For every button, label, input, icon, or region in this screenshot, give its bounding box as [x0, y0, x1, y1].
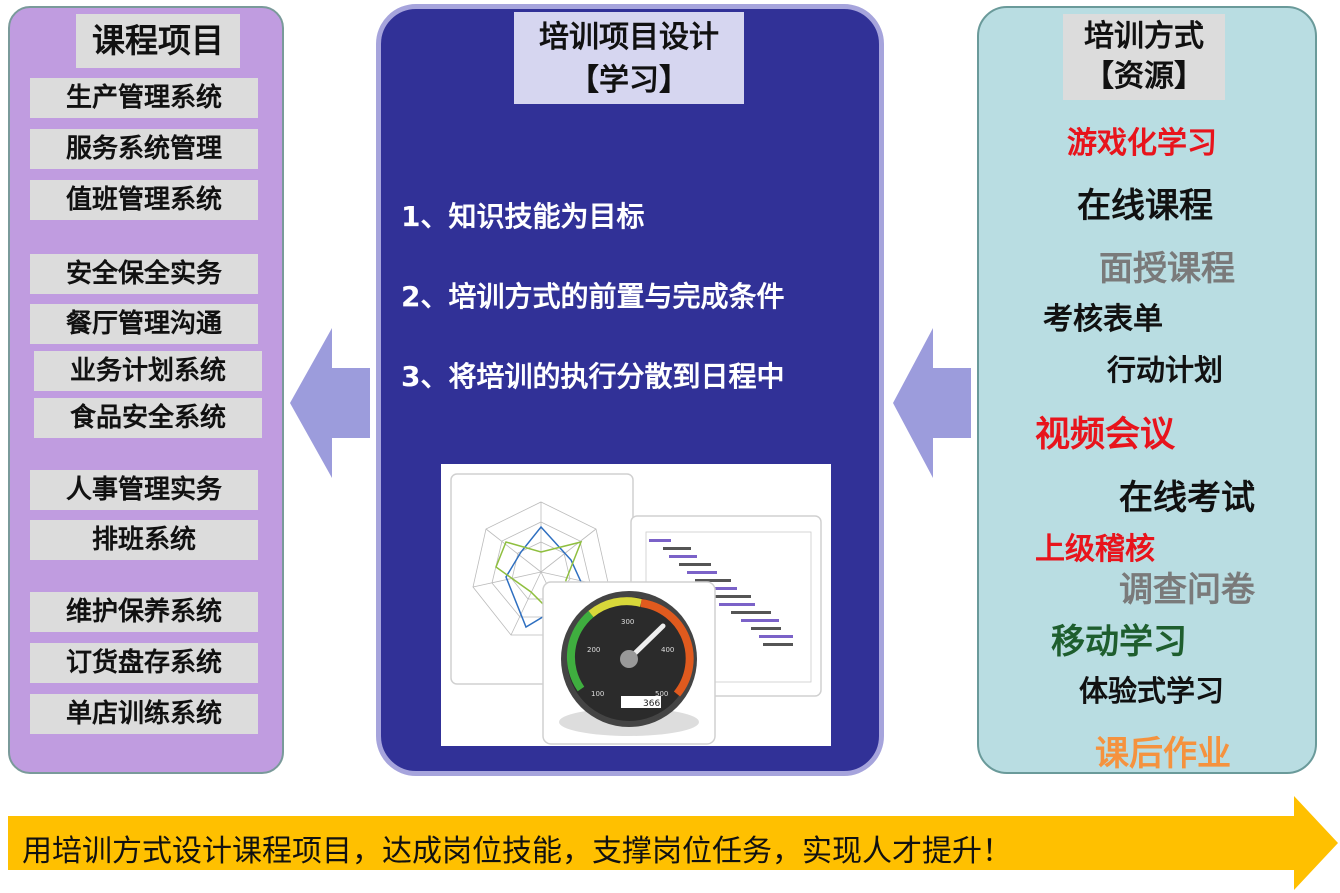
training-methods-title-line1: 培训方式: [1084, 19, 1204, 54]
course-item[interactable]: 单店训练系统: [30, 694, 258, 734]
training-methods-panel: 培训方式 【资源】 游戏化学习 在线课程 面授课程 考核表单 行动计划 视频会议…: [977, 6, 1317, 774]
course-item[interactable]: 维护保养系统: [30, 592, 258, 632]
method-item[interactable]: 课后作业: [1095, 734, 1231, 774]
left-arrow-icon: [893, 328, 971, 478]
training-design-title: 培训项目设计 【学习】: [514, 12, 744, 104]
method-item[interactable]: 体验式学习: [1079, 674, 1225, 708]
course-item[interactable]: 食品安全系统: [34, 398, 262, 438]
course-item[interactable]: 值班管理系统: [30, 180, 258, 220]
method-item[interactable]: 在线考试: [1119, 478, 1255, 518]
course-item[interactable]: 餐厅管理沟通: [30, 304, 258, 344]
dashboard-illustration: 100 200 300 400 500 366: [441, 464, 831, 746]
method-item[interactable]: 游戏化学习: [1067, 126, 1217, 161]
gauge-tick: 100: [591, 690, 604, 698]
goal-item: 2、培训方式的前置与完成条件: [401, 280, 785, 313]
course-projects-title: 课程项目: [76, 14, 240, 68]
course-item[interactable]: 订货盘存系统: [30, 643, 258, 683]
course-item[interactable]: 安全保全实务: [30, 254, 258, 294]
method-item[interactable]: 视频会议: [1035, 415, 1176, 455]
goal-item: 1、知识技能为目标: [401, 200, 645, 233]
left-arrow-icon: [290, 328, 370, 478]
method-item[interactable]: 上级稽核: [1035, 532, 1155, 567]
gauge-tick: 300: [621, 618, 634, 626]
training-design-panel: 培训项目设计 【学习】 1、知识技能为目标 2、培训方式的前置与完成条件 3、将…: [376, 4, 884, 776]
method-item[interactable]: 面授课程: [1099, 249, 1235, 289]
training-design-title-line2: 【学习】: [569, 63, 689, 98]
goal-item: 3、将培训的执行分散到日程中: [401, 360, 785, 393]
method-item[interactable]: 行动计划: [1107, 353, 1224, 387]
course-item[interactable]: 业务计划系统: [34, 351, 262, 391]
course-item[interactable]: 人事管理实务: [30, 470, 258, 510]
method-item[interactable]: 在线课程: [1077, 186, 1213, 226]
method-item[interactable]: 调查问卷: [1119, 570, 1255, 610]
summary-banner-text: 用培训方式设计课程项目，达成岗位技能，支撑岗位任务，实现人才提升！: [22, 834, 1012, 869]
gauge-tick: 400: [661, 646, 674, 654]
gauge-thumbnail: [542, 581, 716, 745]
course-item[interactable]: 生产管理系统: [30, 78, 258, 118]
course-item[interactable]: 排班系统: [30, 520, 258, 560]
course-projects-panel: 课程项目 生产管理系统 服务系统管理 值班管理系统 安全保全实务 餐厅管理沟通 …: [8, 6, 284, 774]
gauge-tick: 200: [587, 646, 600, 654]
summary-banner-arrow: [8, 796, 1338, 890]
method-item[interactable]: 考核表单: [1043, 302, 1163, 337]
course-item[interactable]: 服务系统管理: [30, 129, 258, 169]
gauge-tick: 500: [655, 690, 668, 698]
training-design-title-line1: 培训项目设计: [539, 20, 719, 55]
training-methods-title-line2: 【资源】: [1084, 59, 1204, 94]
method-item[interactable]: 移动学习: [1051, 622, 1187, 662]
training-methods-title: 培训方式 【资源】: [1063, 14, 1225, 100]
gauge-readout: 366: [643, 699, 660, 709]
